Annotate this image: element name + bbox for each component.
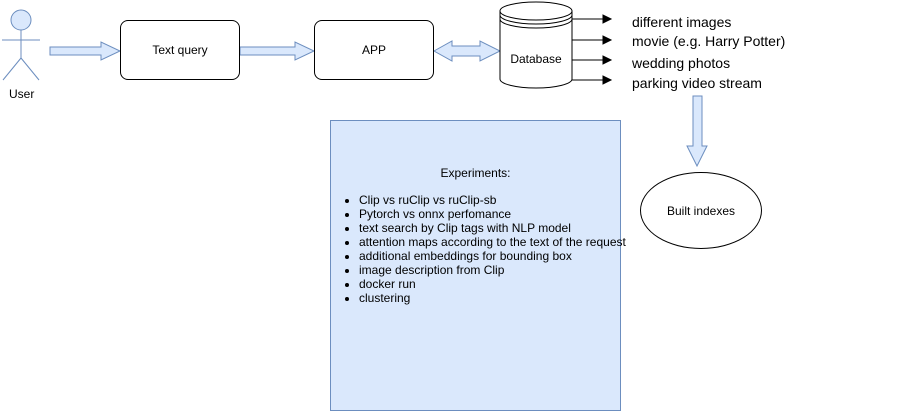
text-query-node[interactable]: Text query	[120, 20, 240, 80]
experiments-list: Clip vs ruClip vs ruClip-sb Pytorch vs o…	[331, 193, 629, 305]
app-label: APP	[361, 43, 386, 57]
user-label: User	[9, 87, 35, 101]
built-indexes-label: Built indexes	[666, 203, 736, 218]
experiment-item: clustering	[359, 291, 629, 305]
database-cylinder[interactable]	[499, 1, 573, 89]
arrow-to-built-indexes	[686, 95, 708, 168]
app-node[interactable]: APP	[314, 20, 434, 80]
output-arrows	[572, 14, 613, 85]
output-different-images: different images	[632, 14, 732, 30]
experiments-panel[interactable]: Experiments: Clip vs ruClip vs ruClip-sb…	[330, 120, 626, 411]
arrow-app-database	[432, 40, 502, 62]
experiment-item: image description from Clip	[359, 263, 629, 277]
text-query-label: Text query	[152, 43, 208, 57]
experiment-item: text search by Clip tags with NLP model	[359, 221, 629, 235]
output-parking-video-stream: parking video stream	[632, 75, 762, 91]
experiment-item: Pytorch vs onnx perfomance	[359, 207, 629, 221]
database-label: Database	[510, 52, 562, 66]
experiments-title: Experiments:	[440, 166, 511, 180]
experiment-item: additional embeddings for bounding box	[359, 249, 629, 263]
experiment-item: Clip vs ruClip vs ruClip-sb	[359, 193, 629, 207]
arrow-query-to-app	[239, 41, 316, 61]
output-movie: movie (e.g. Harry Potter)	[632, 33, 786, 49]
experiment-item: attention maps according to the text of …	[359, 235, 629, 249]
experiment-item: docker run	[359, 277, 629, 291]
user-actor-icon[interactable]	[2, 9, 40, 81]
output-wedding-photos: wedding photos	[632, 55, 731, 71]
arrow-user-to-query	[49, 41, 122, 61]
built-indexes-node[interactable]: Built indexes	[640, 172, 762, 249]
